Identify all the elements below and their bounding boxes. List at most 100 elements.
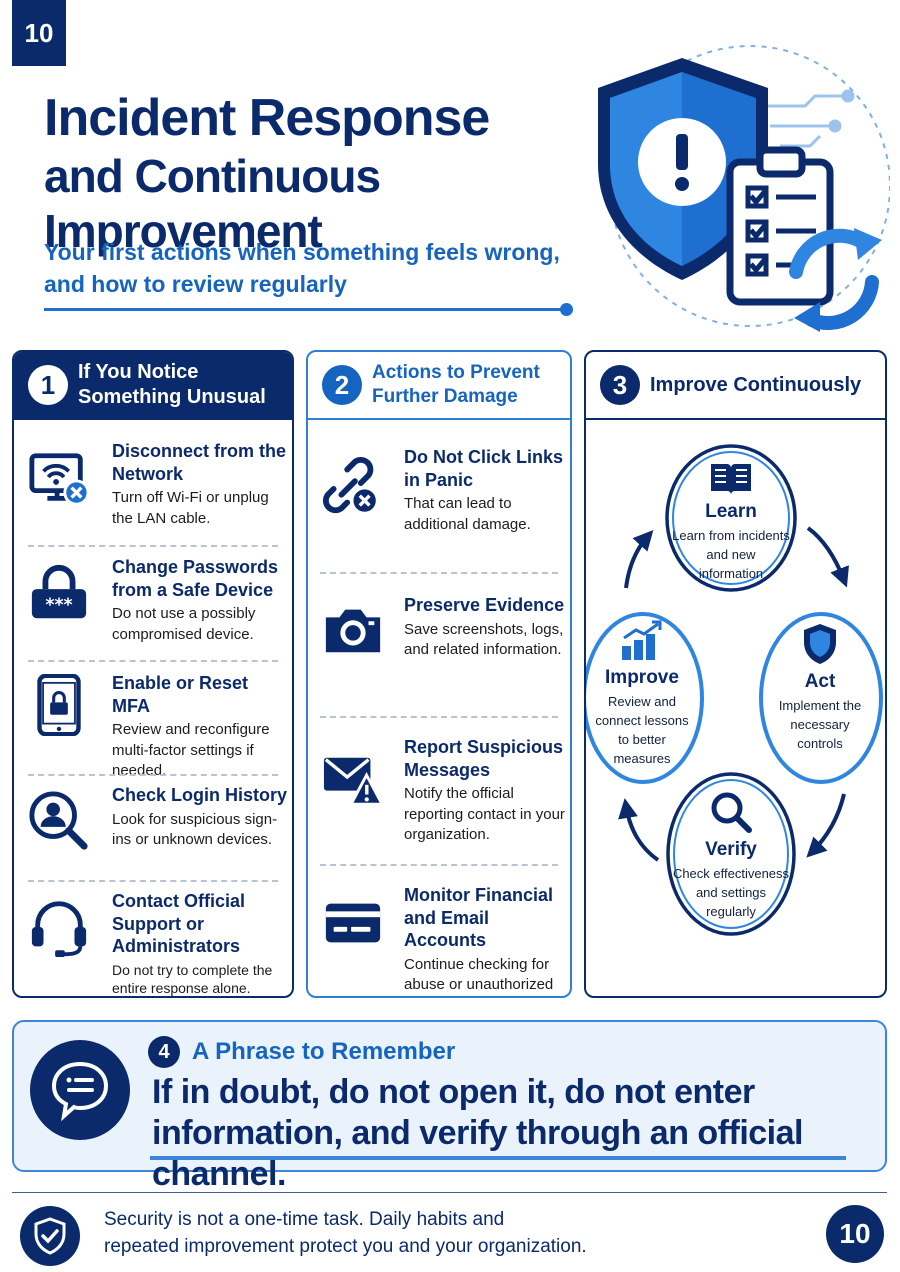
column-1-number: 1 xyxy=(28,365,68,405)
footer-line-1: Security is not a one-time task. Daily h… xyxy=(104,1209,505,1230)
book-icon xyxy=(711,464,751,494)
item-text: Do not try to complete the entire respon… xyxy=(112,961,273,996)
phone-lock-icon xyxy=(37,674,81,736)
footer-text: Security is not a one-time task. Daily h… xyxy=(104,1207,804,1260)
column-1-header: 1 If You Notice Something Unusual xyxy=(14,352,292,420)
column-prevent-damage: 2 Actions to Prevent Further Damage Do N… xyxy=(306,350,572,998)
shield-check-icon xyxy=(20,1206,80,1266)
item-title: Preserve Evidence xyxy=(404,595,565,615)
column-if-you-notice: 1 If You Notice Something Unusual Discon… xyxy=(12,350,294,998)
mail-warning-icon xyxy=(323,757,384,806)
cycle-node-text: Check effectiveness and settings regular… xyxy=(670,865,792,922)
phrase-number: 4 xyxy=(148,1036,180,1068)
list-item: *** Change Passwords from a Safe Device … xyxy=(14,554,292,659)
item-text: Review and reconfigure multi-factor sett… xyxy=(112,721,270,780)
cycle-node-text-line: Review and xyxy=(608,694,676,709)
shield-icon xyxy=(804,624,836,664)
subtitle-underline xyxy=(44,308,566,311)
column-3-header: 3 Improve Continuously xyxy=(586,352,885,420)
column-2-header: 2 Actions to Prevent Further Damage xyxy=(308,352,570,420)
cycle-node-text: Review and connect lessons to better mea… xyxy=(586,693,698,768)
item-text: Do not use a possibly compromised device… xyxy=(112,605,256,643)
phrase-underline xyxy=(150,1156,846,1160)
subtitle-underline-dot xyxy=(560,303,573,316)
monitor-wifi-x-icon xyxy=(29,453,90,506)
phrase-text: If in doubt, do not open it, do not ente… xyxy=(152,1072,872,1194)
cycle-node-title: Verify xyxy=(705,839,757,860)
column-3-number: 3 xyxy=(600,365,640,405)
dashed-divider xyxy=(28,545,278,547)
column-1-title-line-2: Something Unusual xyxy=(78,386,266,408)
svg-text:***: *** xyxy=(45,595,72,615)
phrase-heading: A Phrase to Remember xyxy=(192,1038,456,1065)
footer-divider xyxy=(12,1192,887,1193)
cycle-node-learn: Learn Learn from incidents and new infor… xyxy=(666,460,796,584)
cycle-node-title: Learn xyxy=(705,501,757,522)
list-item: Contact Official Support or Administrato… xyxy=(14,888,292,996)
item-text: Continue checking for abuse or unauthori… xyxy=(404,955,554,994)
cycle-node-title: Act xyxy=(804,671,836,692)
improvement-cycle-diagram xyxy=(586,444,883,936)
footer-page-number: 10 xyxy=(826,1205,884,1263)
phrase-line-1: If in doubt, do not open it, do not ente… xyxy=(152,1073,755,1111)
list-item: Check Login History Look for suspicious … xyxy=(14,782,292,882)
dashed-divider xyxy=(28,880,278,882)
subtitle-line-1: Your first actions when something feels … xyxy=(44,239,560,265)
cycle-node-text: Learn from incidents and new information xyxy=(666,527,796,584)
list-item: Preserve Evidence Save screenshots, logs… xyxy=(308,592,570,712)
item-title: Change Passwords from a Safe Device xyxy=(112,557,279,600)
item-title: Disconnect from the Network xyxy=(112,441,287,484)
list-item: Report Suspicious Messages Notify the of… xyxy=(308,734,570,864)
cycle-node-text-line: connect lessons xyxy=(595,712,689,728)
item-title: Contact Official Support or Administrato… xyxy=(112,891,246,956)
cycle-node-text-line: Check effectiveness xyxy=(672,866,790,881)
cycle-node-text-line: Learn from incidents xyxy=(672,528,790,543)
title-line-2: and Continuous Improvement xyxy=(44,150,381,257)
page-title: Incident Response and Continuous Improve… xyxy=(44,88,604,258)
item-title: Report Suspicious Messages xyxy=(404,737,564,780)
credit-card-icon xyxy=(325,903,381,943)
cycle-node-text-line: regularly xyxy=(706,903,756,919)
page-subtitle: Your first actions when something feels … xyxy=(44,236,584,300)
column-2-number: 2 xyxy=(322,365,362,405)
item-text: Save screenshots, logs, and related info… xyxy=(404,620,564,659)
cycle-node-verify: Verify Check effectiveness and settings … xyxy=(670,790,792,922)
title-line-1: Incident Response xyxy=(44,89,490,147)
headset-icon xyxy=(31,901,87,958)
shield-clipboard-hero-icon xyxy=(598,45,890,332)
item-title: Do Not Click Links in Panic xyxy=(404,447,564,490)
bar-chart-icon xyxy=(622,620,662,660)
dashed-divider xyxy=(320,716,558,718)
dashed-divider xyxy=(28,660,278,662)
footer-line-2: repeated improvement protect you and you… xyxy=(104,1235,587,1257)
item-title: Enable or Reset MFA xyxy=(112,673,249,716)
dashed-divider xyxy=(28,774,278,776)
magnifier-icon xyxy=(711,792,752,833)
cycle-node-title: Improve xyxy=(605,667,679,688)
cycle-node-text-line: measures xyxy=(613,750,671,766)
item-text: Notify the official reporting contact in… xyxy=(404,785,565,844)
cycle-node-text-line: necessary xyxy=(790,716,850,732)
page-number-tab: 10 xyxy=(12,0,66,66)
item-title: Check Login History xyxy=(112,785,288,805)
cycle-node-text-line: to better xyxy=(618,731,666,747)
camera-icon xyxy=(325,609,381,653)
column-1-title: If You Notice Something Unusual xyxy=(78,360,266,410)
user-search-icon xyxy=(29,791,88,850)
dashed-divider xyxy=(320,572,558,574)
item-text: That can lead to additional damage. xyxy=(404,495,531,533)
broken-link-icon xyxy=(323,457,379,515)
subtitle-line-2: and how to review regularly xyxy=(44,271,347,298)
column-3-title: Improve Continuously xyxy=(650,373,862,396)
list-item: Do Not Click Links in Panic That can lea… xyxy=(308,442,570,572)
cycle-node-text-line: information xyxy=(698,565,764,581)
list-item: Enable or Reset MFA Review and reconfigu… xyxy=(14,670,292,779)
dashed-divider xyxy=(320,864,558,866)
column-2-title: Actions to Prevent Further Damage xyxy=(372,361,540,409)
list-item: Disconnect from the Network Turn off Wi-… xyxy=(14,436,292,546)
speech-bubble-icon xyxy=(30,1040,130,1140)
cycle-node-act: Act Implement the necessary controls xyxy=(760,622,880,754)
column-1-title-line-1: If You Notice xyxy=(78,361,199,383)
cycle-node-text-line: and settings xyxy=(695,884,767,900)
cycle-node-text-line: Implement the xyxy=(778,698,862,713)
